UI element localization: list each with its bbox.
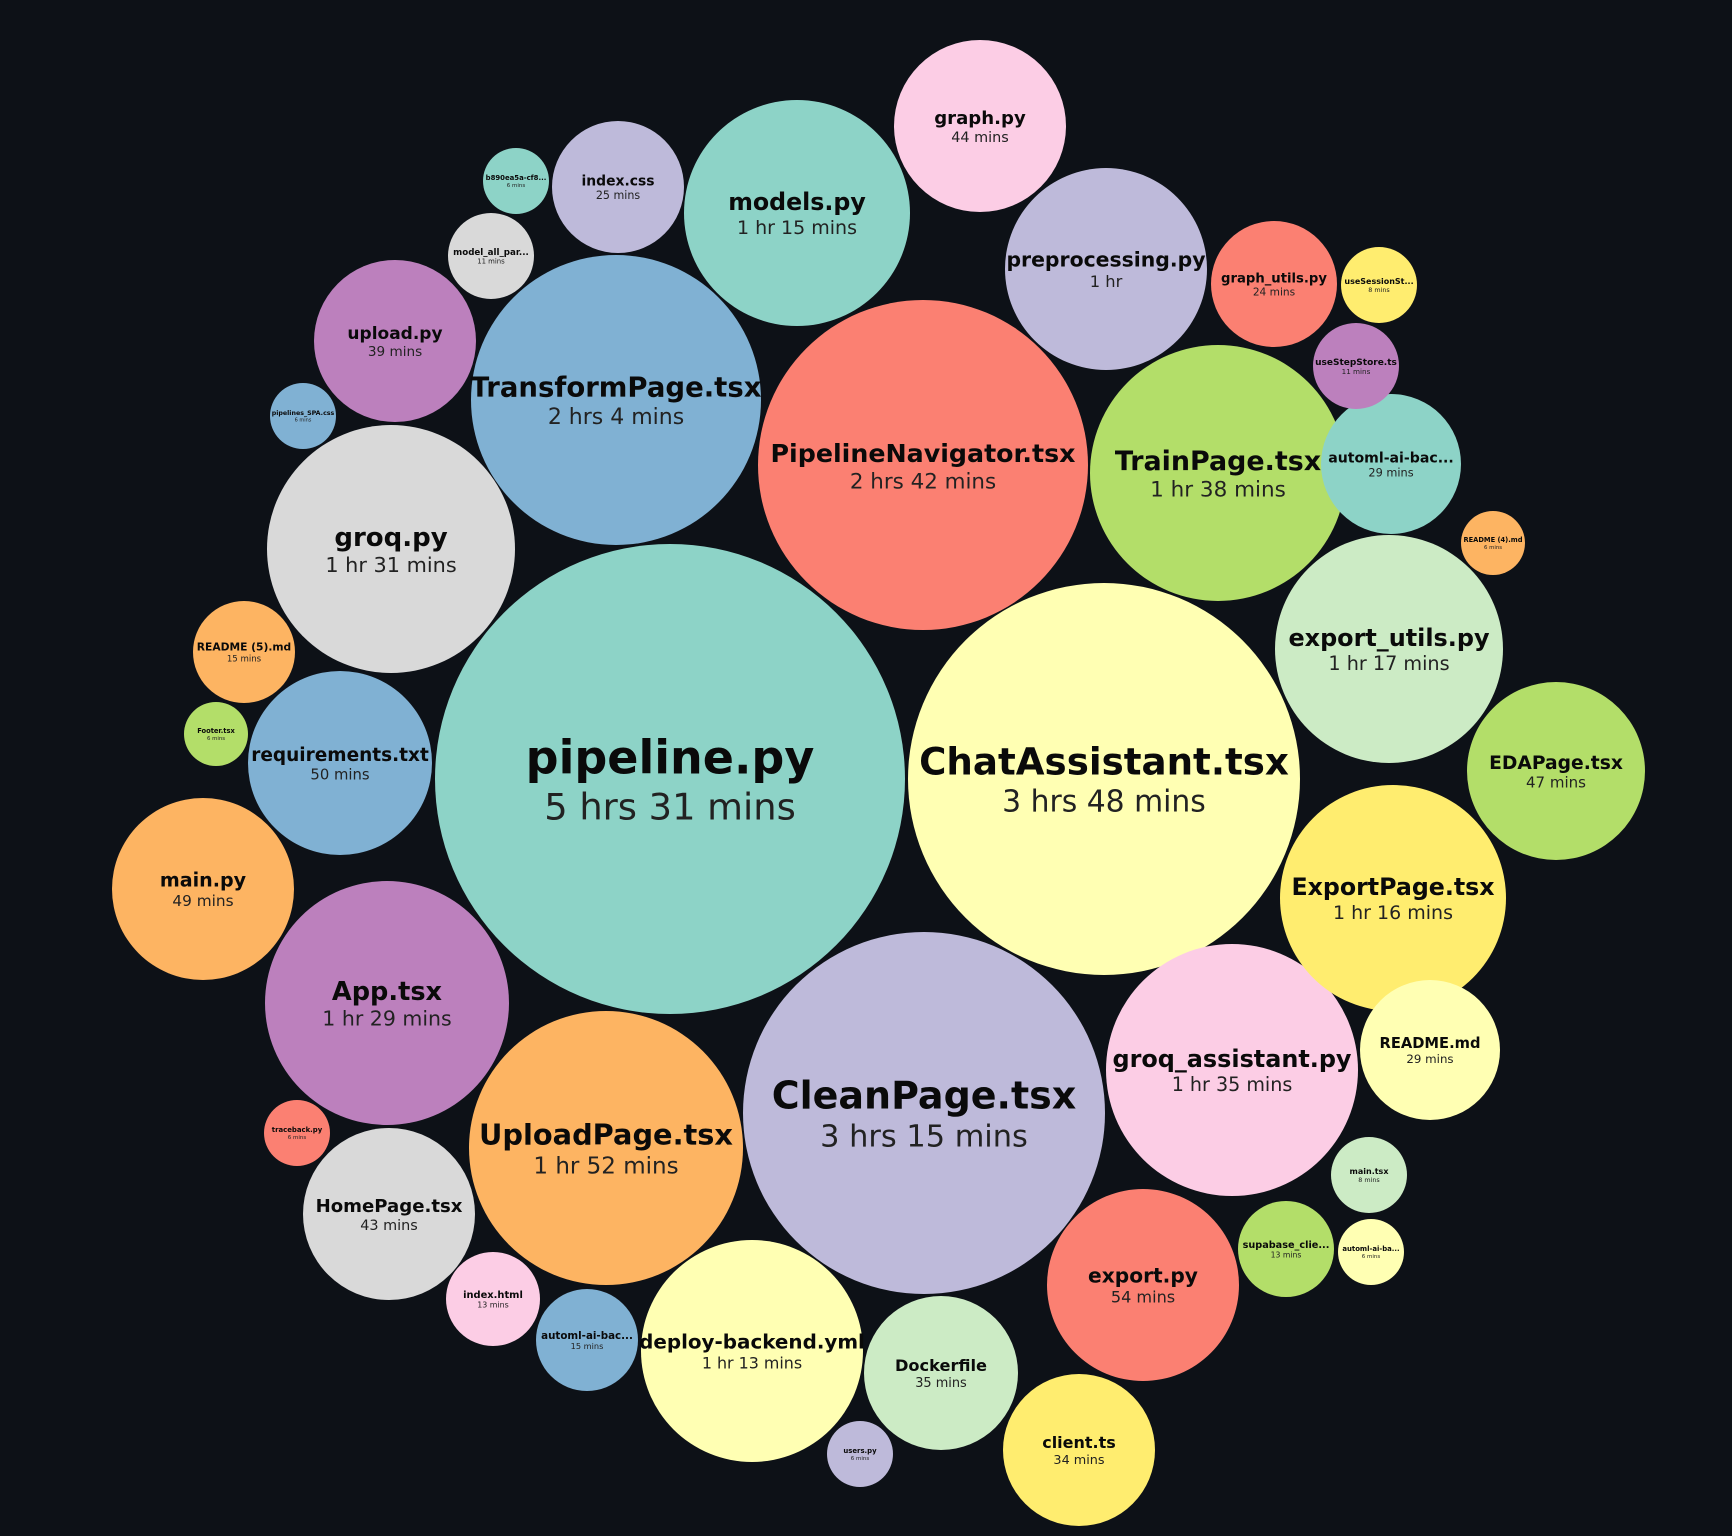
bubble-export-utils-py-10[interactable]: export_utils.py1 hr 17 mins <box>1275 535 1503 763</box>
bubble-users-py-38[interactable]: users.py6 mins <box>827 1421 893 1487</box>
bubble-circle[interactable] <box>112 798 294 980</box>
bubble-circle[interactable] <box>1090 345 1346 601</box>
bubble-circle[interactable] <box>1321 394 1461 534</box>
bubble-circle[interactable] <box>1313 323 1399 409</box>
bubble-circle[interactable] <box>1003 1374 1155 1526</box>
bubble-circle[interactable] <box>265 881 509 1125</box>
bubble-circle[interactable] <box>193 601 295 703</box>
bubble-circle[interactable] <box>303 1128 475 1300</box>
bubble-circle[interactable] <box>469 1011 743 1285</box>
bubble-circle[interactable] <box>1461 511 1525 575</box>
bubble-circle[interactable] <box>894 40 1066 212</box>
bubble-model-all-par-32[interactable]: model_all_par...11 mins <box>448 213 534 299</box>
bubble-circle[interactable] <box>908 583 1300 975</box>
bubble-circle[interactable] <box>1047 1189 1239 1381</box>
bubble-circle[interactable] <box>1341 247 1417 323</box>
bubble-circle[interactable] <box>1275 535 1503 763</box>
bubble-circle[interactable] <box>864 1296 1018 1450</box>
bubble-circle[interactable] <box>536 1289 638 1391</box>
bubble-circle[interactable] <box>446 1252 540 1346</box>
bubble-circle[interactable] <box>471 255 761 545</box>
bubble-supabase-clie-30[interactable]: supabase_clie...13 mins <box>1238 1201 1334 1297</box>
bubble-circle[interactable] <box>552 121 684 253</box>
bubble-circle[interactable] <box>448 213 534 299</box>
bubble-preprocessing-py-14[interactable]: preprocessing.py1 hr <box>1005 168 1207 370</box>
bubble-circle[interactable] <box>270 383 336 449</box>
bubble-circle[interactable] <box>483 148 549 214</box>
bubble-circle[interactable] <box>1467 682 1645 860</box>
bubble-automl-ai-ba-37[interactable]: automl-ai-ba...6 mins <box>1338 1219 1404 1285</box>
bubble-circle[interactable] <box>1280 785 1506 1011</box>
bubble-circle[interactable] <box>1106 944 1358 1196</box>
bubble-circle[interactable] <box>264 1100 330 1166</box>
bubble-circle[interactable] <box>758 300 1088 630</box>
bubble-pipeline-py-0[interactable]: pipeline.py5 hrs 31 mins <box>435 544 905 1014</box>
bubble-automl-ai-bac-24[interactable]: automl-ai-bac...29 mins <box>1321 394 1461 534</box>
bubble-circle[interactable] <box>314 260 476 422</box>
bubble-traceback-py-39[interactable]: traceback.py6 mins <box>264 1100 330 1166</box>
bubble-circle[interactable] <box>1238 1201 1334 1297</box>
bubble-circle[interactable] <box>435 544 905 1014</box>
bubble-readme-4-md-41[interactable]: README (4).md6 mins <box>1461 511 1525 575</box>
bubble-circle[interactable] <box>684 100 910 326</box>
bubble-circle[interactable] <box>641 1240 863 1462</box>
bubble-circle[interactable] <box>184 702 248 766</box>
bubble-circle[interactable] <box>267 425 515 673</box>
bubble-circle[interactable] <box>1211 221 1337 347</box>
bubble-groq-py-8[interactable]: groq.py1 hr 31 mins <box>267 425 515 673</box>
bubble-models-py-12[interactable]: models.py1 hr 15 mins <box>684 100 910 326</box>
bubble-circle[interactable] <box>1005 168 1207 370</box>
bubble-circle[interactable] <box>827 1421 893 1487</box>
bubble-circle[interactable] <box>1360 980 1500 1120</box>
bubble-b890ea5a-cf8-36[interactable]: b890ea5a-cf8...6 mins <box>483 148 549 214</box>
bubble-automl-ai-bac-28[interactable]: automl-ai-bac...15 mins <box>536 1289 638 1391</box>
bubble-usesessionst-35[interactable]: useSessionSt...8 mins <box>1341 247 1417 323</box>
bubble-circle[interactable] <box>1338 1219 1404 1285</box>
bubble-circle[interactable] <box>1331 1137 1407 1213</box>
bubble-circle[interactable] <box>248 671 432 855</box>
bubble-circle[interactable] <box>743 932 1105 1294</box>
